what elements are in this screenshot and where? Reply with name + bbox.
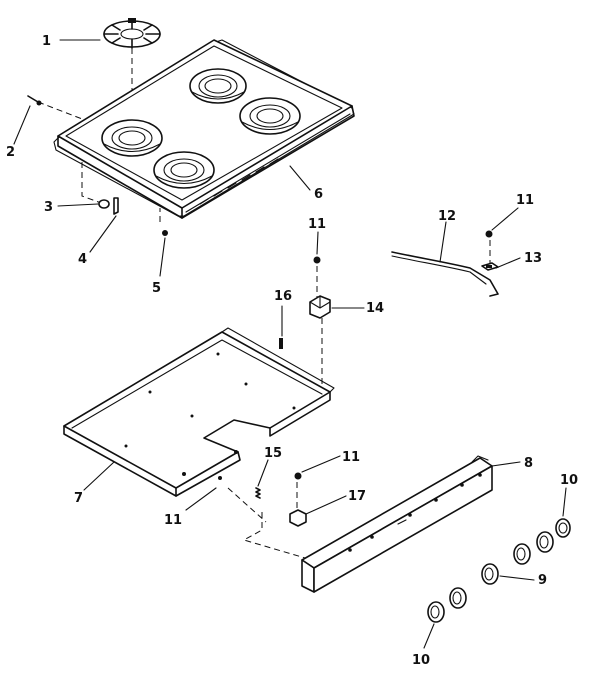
burner-back-left xyxy=(189,68,247,104)
callout-6: 6 xyxy=(314,187,323,202)
callout-8: 8 xyxy=(524,456,533,471)
knob-lower-left-1 xyxy=(449,587,467,609)
part-16 xyxy=(279,338,283,349)
callout-4: 4 xyxy=(78,252,87,267)
screw-part-11-right xyxy=(485,230,493,238)
burner-grate xyxy=(103,18,161,49)
knob-group xyxy=(427,518,571,623)
callout-11b: 11 xyxy=(516,193,534,208)
screw-part-5 xyxy=(162,230,168,236)
callout-3: 3 xyxy=(44,200,53,215)
callout-12: 12 xyxy=(438,209,456,224)
callout-10a: 10 xyxy=(560,473,578,488)
knob-upper-right-2 xyxy=(513,543,531,565)
callout-17: 17 xyxy=(348,489,366,504)
knob-upper-right-1 xyxy=(536,531,554,553)
rod-part-12 xyxy=(391,251,499,297)
callout-10b: 10 xyxy=(412,653,430,668)
callout-9: 9 xyxy=(538,573,547,588)
screw-part-2 xyxy=(27,95,42,106)
bracket-part-4 xyxy=(113,197,119,215)
callout-11d: 11 xyxy=(342,450,360,465)
callout-13: 13 xyxy=(524,251,542,266)
callout-2: 2 xyxy=(6,145,15,160)
callout-11a: 11 xyxy=(308,217,326,232)
spring-part-15 xyxy=(255,487,261,499)
burner-back-right xyxy=(239,97,301,135)
callout-1: 1 xyxy=(42,34,51,49)
leader-lines xyxy=(13,39,567,649)
cooktop xyxy=(53,39,355,219)
knob-part-18 xyxy=(555,518,571,538)
burner-box xyxy=(63,327,335,497)
callout-5: 5 xyxy=(152,281,161,296)
burner-front-left xyxy=(101,119,163,157)
screw-part-11-upper xyxy=(313,256,321,264)
bracket-part-14 xyxy=(309,295,331,319)
clip-part-13 xyxy=(481,262,499,271)
callout-15: 15 xyxy=(264,446,282,461)
control-panel xyxy=(301,455,493,593)
callout-labels: 1 2 3 4 5 6 11 11 12 13 16 14 7 11 15 11… xyxy=(6,34,578,668)
screw-part-11-lower xyxy=(294,472,302,480)
callout-7: 7 xyxy=(74,491,83,506)
callout-11c: 11 xyxy=(164,513,182,528)
knob-part-10 xyxy=(427,601,445,623)
knob-part-9 xyxy=(481,563,499,585)
bracket-part-17 xyxy=(289,509,307,527)
callout-16: 16 xyxy=(274,289,292,304)
callout-14: 14 xyxy=(366,301,384,316)
burner-front-right xyxy=(153,151,215,189)
clip-part-3 xyxy=(98,199,110,209)
